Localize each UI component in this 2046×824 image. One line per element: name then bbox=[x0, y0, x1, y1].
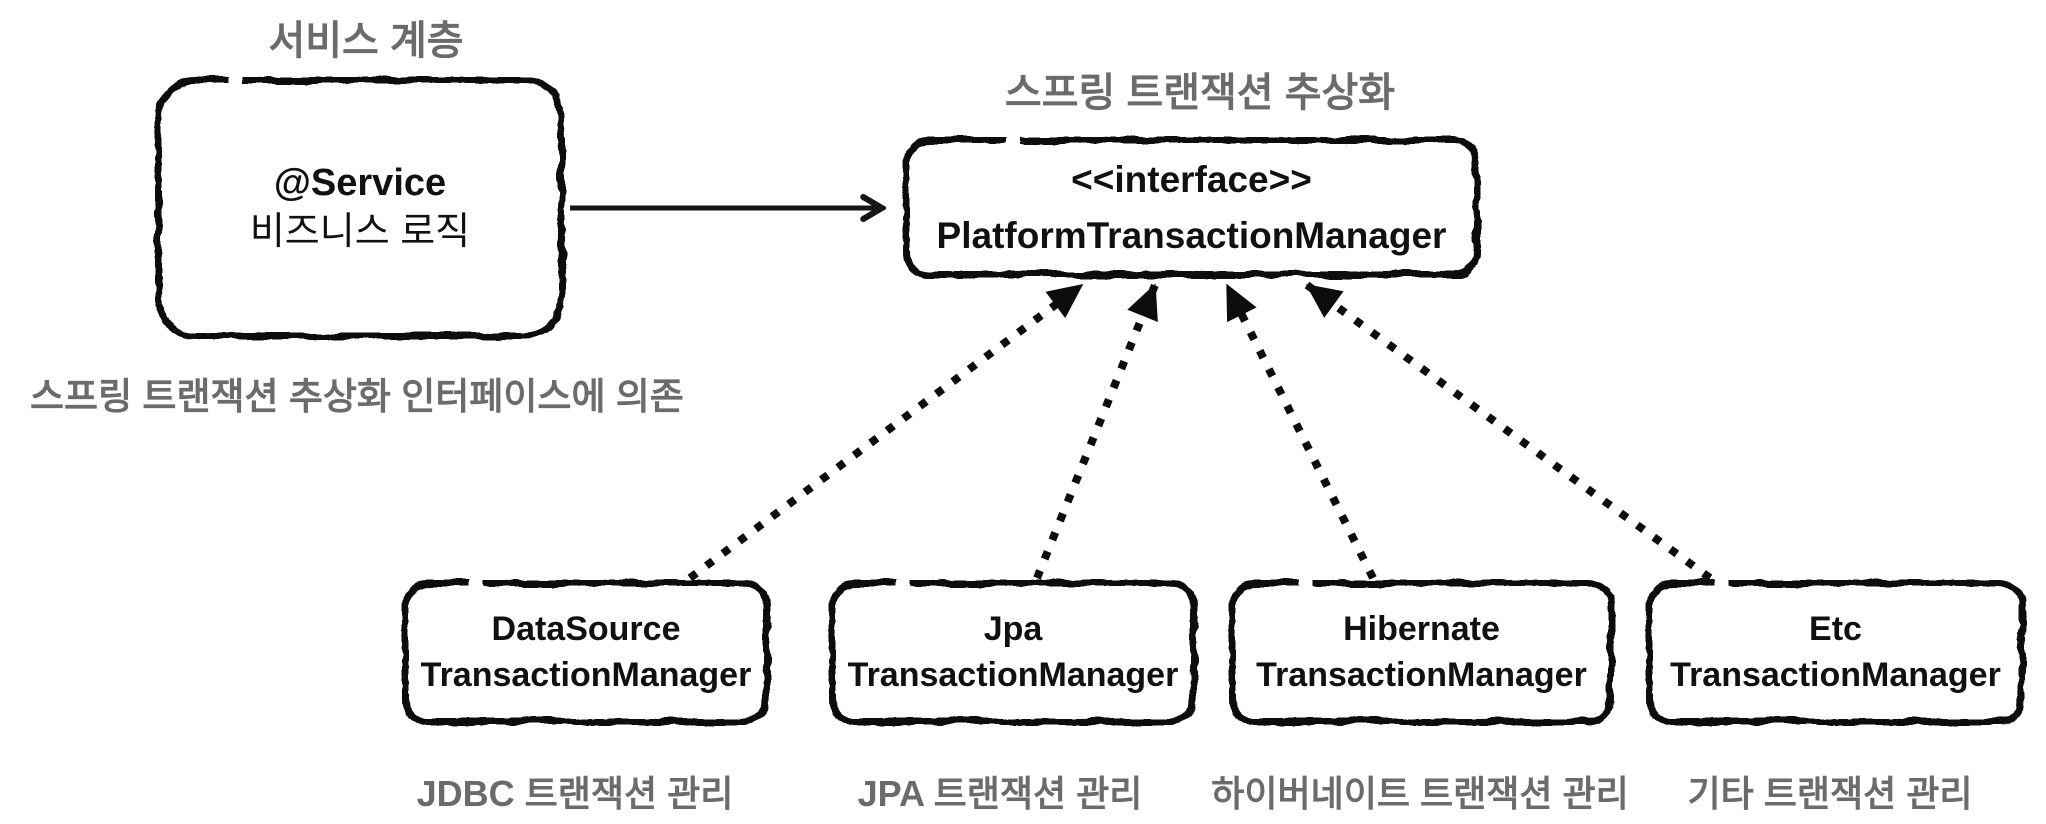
jdbc-caption: JDBC 트랜잭션 관리 bbox=[416, 773, 734, 814]
jpa-caption: JPA 트랜잭션 관리 bbox=[857, 773, 1143, 814]
service-annotation: @Service bbox=[273, 162, 447, 205]
edge-datasource-to-interface bbox=[687, 281, 1085, 582]
impl-name-line1: DataSource bbox=[491, 609, 681, 648]
edge-etc-to-interface bbox=[1304, 281, 1713, 582]
edge-hibernate-to-interface bbox=[1223, 283, 1377, 580]
impl-name-line2: TransactionManager bbox=[847, 655, 1179, 694]
dependency-caption: 스프링 트랜잭션 추상화 인터페이스에 의존 bbox=[30, 376, 684, 417]
jpa-transaction-manager-box: Jpa TransactionManager bbox=[829, 580, 1197, 725]
interface-stereotype: <<interface>> bbox=[1071, 159, 1312, 200]
service-box: @Service 비즈니스 로직 bbox=[155, 77, 565, 339]
impl-name-line2: TransactionManager bbox=[420, 655, 752, 694]
impl-box-border bbox=[1229, 580, 1614, 725]
interface-name: PlatformTransactionManager bbox=[936, 214, 1447, 256]
business-logic-label: 비즈니스 로직 bbox=[249, 211, 471, 253]
impl-name-line2: TransactionManager bbox=[1670, 655, 2001, 694]
service-box-border bbox=[155, 77, 565, 339]
service-layer-label: 서비스 계층 bbox=[268, 19, 464, 63]
hibernate-transaction-manager-box: Hibernate TransactionManager bbox=[1229, 580, 1614, 725]
impl-name-line1: Jpa bbox=[983, 609, 1043, 648]
datasource-transaction-manager-box: DataSource TransactionManager bbox=[402, 580, 770, 725]
etc-transaction-manager-box: Etc TransactionManager bbox=[1646, 580, 2025, 725]
hibernate-caption: 하이버네이트 트랜잭션 관리 bbox=[1211, 773, 1629, 814]
etc-caption: 기타 트랜잭션 관리 bbox=[1687, 773, 1973, 814]
impl-box-border bbox=[402, 580, 770, 725]
impl-name-line1: Etc bbox=[1809, 609, 1862, 648]
interface-box-border bbox=[903, 137, 1480, 278]
abstraction-label: 스프링 트랜잭션 추상화 bbox=[1004, 71, 1396, 115]
impl-box-border bbox=[1646, 580, 2025, 725]
interface-box: <<interface>> PlatformTransactionManager bbox=[903, 137, 1480, 278]
impl-name-line1: Hibernate bbox=[1343, 609, 1500, 648]
impl-box-border bbox=[829, 580, 1197, 725]
impl-name-line2: TransactionManager bbox=[1256, 655, 1587, 694]
edge-jpa-to-interface bbox=[1033, 283, 1159, 580]
